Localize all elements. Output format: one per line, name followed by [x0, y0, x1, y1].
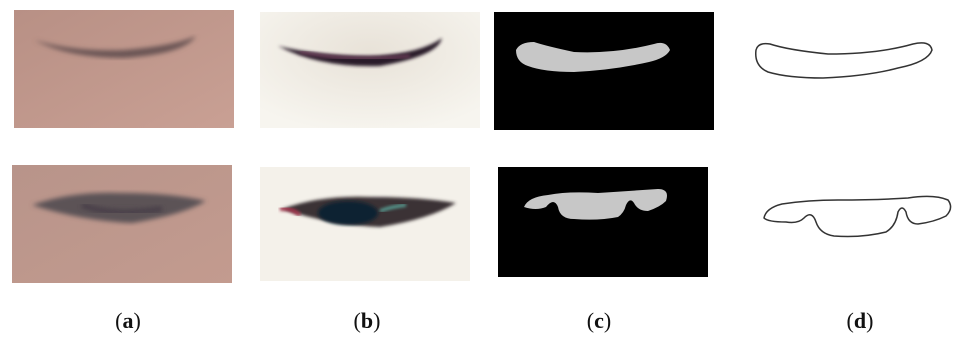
- panel-a-top-original-eye: [14, 10, 234, 128]
- caption-b: (b): [337, 308, 397, 334]
- panel-a-bottom-original-eye: [12, 165, 232, 283]
- caption-c: (c): [569, 308, 629, 334]
- panel-c-top-segmentation-mask: [494, 12, 714, 130]
- panel-d-top-contour: [748, 36, 938, 86]
- panel-b-bottom-enhanced-eye: [260, 167, 470, 281]
- panel-c-bottom-segmentation-mask: [498, 167, 708, 277]
- caption-a: (a): [98, 308, 158, 334]
- panel-b-top-enhanced-eye: [260, 12, 480, 128]
- caption-d: (d): [830, 308, 890, 334]
- panel-d-bottom-contour: [758, 190, 954, 242]
